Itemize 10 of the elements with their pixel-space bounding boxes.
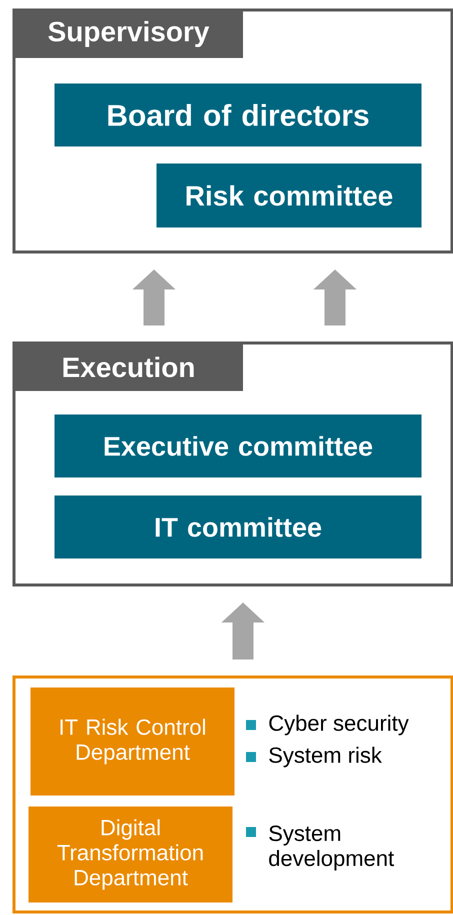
committee-box: Risk committee: [156, 164, 422, 228]
bullet-item: System development: [246, 826, 394, 870]
committee-box: Board of directors: [54, 84, 422, 146]
committee-box: Executive committee: [54, 414, 422, 478]
bullet-item: System risk: [246, 746, 382, 768]
department-box: IT Risk Control Department: [30, 688, 234, 796]
committee-box: IT committee: [54, 496, 422, 558]
section-panel: [12, 676, 453, 914]
department-box: Digital Transformation Department: [28, 806, 232, 902]
bullet-item: Cyber security: [246, 714, 409, 736]
